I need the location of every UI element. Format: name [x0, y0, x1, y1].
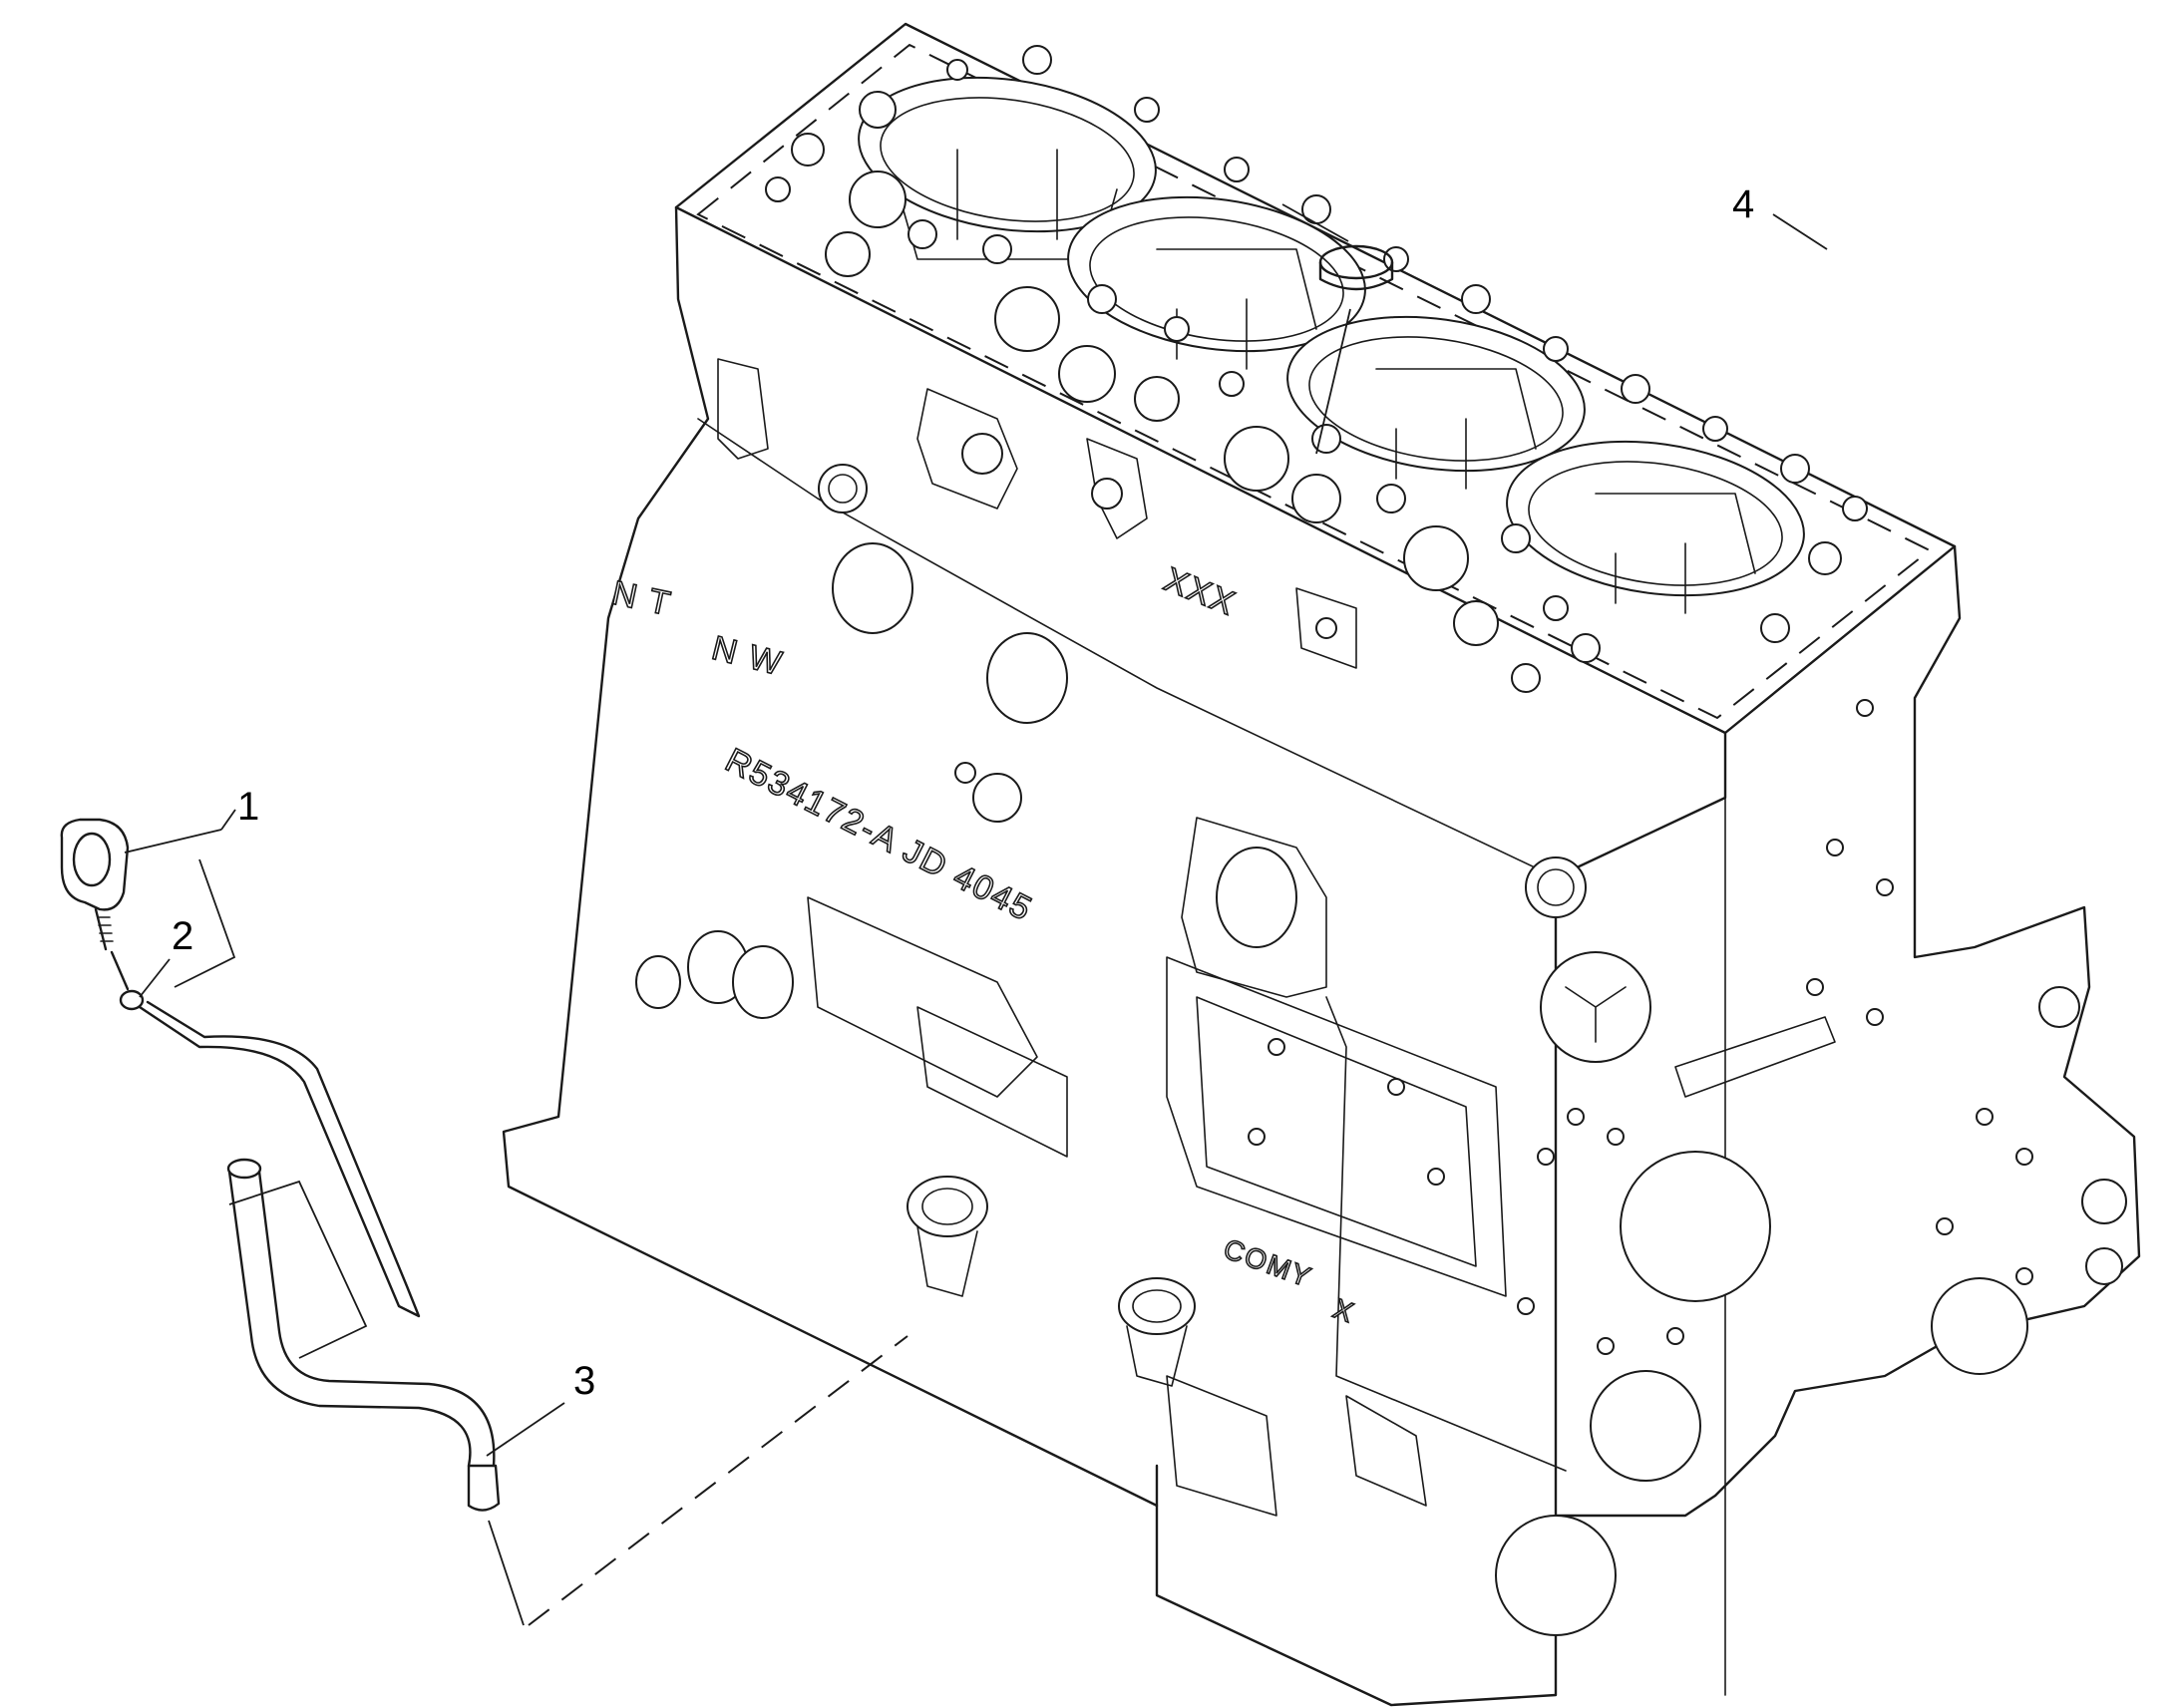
dipstick-tube-guide-line — [528, 1335, 908, 1626]
callout-2: 2 — [139, 914, 193, 998]
callout-4-label: 4 — [1732, 182, 1754, 226]
callouts: 1 2 3 4 — [139, 182, 1828, 1457]
callout-2-label: 2 — [172, 914, 193, 958]
callout-3-label: 3 — [573, 1359, 595, 1403]
cast-letter-rear: X — [1329, 1293, 1359, 1329]
cylinder-bore-2 — [1067, 195, 1366, 370]
cast-part-number: R534172-A JD 4045 — [719, 741, 1038, 928]
deck-holes — [765, 45, 1868, 693]
callout-1-label: 1 — [237, 785, 259, 829]
o-ring — [119, 989, 145, 1011]
dipstick-callout-bracket — [124, 829, 236, 988]
cup-plug — [1315, 244, 1394, 455]
dipstick-tube — [226, 1158, 525, 1626]
dipstick-tube-guide-bracket — [228, 1180, 368, 1359]
block-left-side-features — [635, 358, 1357, 1387]
cast-code-left-b: N W — [708, 629, 787, 683]
cylinder-bore-4 — [1506, 440, 1805, 614]
cylinder-bore-3 — [1286, 315, 1586, 490]
cast-code-rear: COMY — [1220, 1233, 1316, 1294]
dipstick-handle — [60, 818, 130, 951]
callout-1: 1 — [220, 785, 259, 831]
callout-4: 4 — [1281, 182, 1828, 250]
block-front-face-features — [1166, 699, 2127, 1636]
cast-code-left-a: N T — [608, 574, 675, 624]
callout-3: 3 — [486, 1359, 595, 1457]
cylinder-bores — [858, 76, 1805, 614]
dipstick — [60, 818, 421, 1318]
dipstick-blade — [110, 950, 421, 1318]
cast-code-top: XXX — [1159, 560, 1242, 623]
